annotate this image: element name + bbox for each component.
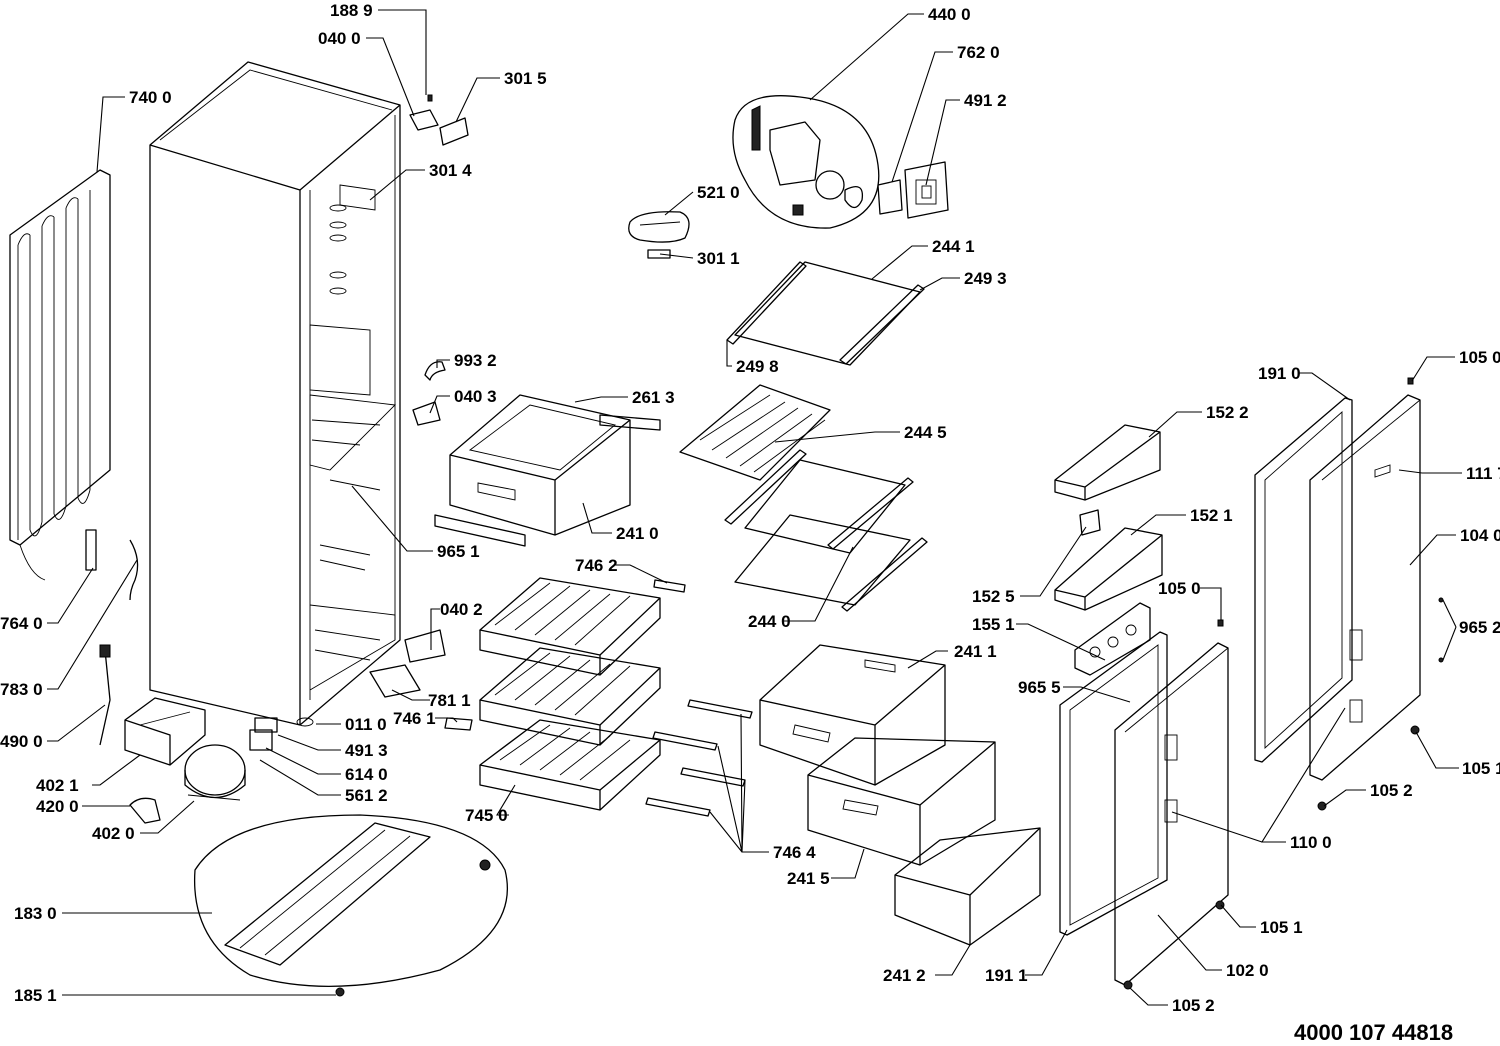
label-152-1: 152 1 — [1190, 506, 1233, 525]
compressor-tray — [124, 697, 206, 766]
lower-door — [1114, 642, 1229, 986]
label-965-5: 965 5 — [1018, 678, 1061, 697]
condenser-coil — [9, 169, 111, 581]
capacitor-420 — [129, 797, 161, 824]
label-490-0: 490 0 — [0, 732, 43, 751]
fan-grille-491 — [904, 161, 949, 219]
leader-lines — [47, 9, 1462, 1006]
label-249-3: 249 3 — [964, 269, 1007, 288]
label-241-5: 241 5 — [787, 869, 830, 888]
label-241-2: 241 2 — [883, 966, 926, 985]
bracket-040-2 — [404, 629, 446, 663]
label-152-2: 152 2 — [1206, 403, 1249, 422]
label-491-3: 491 3 — [345, 741, 388, 760]
freezer-drawer-top — [759, 644, 946, 786]
cabinet-body — [149, 61, 401, 727]
label-764-0: 764 0 — [0, 614, 43, 633]
door-bin-middle — [1054, 509, 1163, 611]
label-746-2: 746 2 — [575, 556, 618, 575]
label-420-0: 420 0 — [36, 797, 79, 816]
label-561-2: 561 2 — [345, 786, 388, 805]
label-781-1: 781 1 — [428, 691, 471, 710]
upper-door — [1309, 394, 1421, 781]
compressor — [184, 744, 246, 801]
label-261-3: 261 3 — [632, 388, 675, 407]
egg-tray — [1074, 602, 1151, 676]
fan-control-unit — [732, 95, 880, 229]
label-110-0: 110 0 — [1290, 833, 1332, 852]
drawer-slides — [444, 579, 753, 817]
freezer-drawer-bottom — [894, 827, 1041, 946]
label-762-0: 762 0 — [957, 43, 1000, 62]
freezer-drawer-middle — [807, 737, 996, 866]
relay-614 — [249, 717, 278, 751]
label-746-1: 746 1 — [393, 709, 436, 728]
label-614-0: 614 0 — [345, 765, 388, 784]
label-155-1: 155 1 — [972, 615, 1015, 634]
fasteners — [1123, 377, 1444, 990]
label-402-1: 402 1 — [36, 776, 79, 795]
label-745-0: 745 0 — [465, 806, 508, 825]
filter-762 — [877, 179, 903, 215]
label-241-0: 241 0 — [616, 524, 659, 543]
drain-tube — [85, 529, 139, 601]
lower-door-gasket — [1059, 631, 1168, 936]
base-plate — [193, 814, 509, 997]
label-440-0: 440 0 — [928, 5, 971, 24]
label-105-2-right: 105 2 — [1370, 781, 1413, 800]
label-993-2: 993 2 — [454, 351, 497, 370]
label-301-4: 301 4 — [429, 161, 472, 180]
label-965-2: 965 2 — [1459, 618, 1500, 637]
label-105-1-bottom: 105 1 — [1260, 918, 1303, 937]
label-104-0: 104 0 — [1460, 526, 1500, 545]
chiller-drawer — [434, 394, 661, 547]
thermostat-housing — [628, 211, 690, 259]
label-152-5: 152 5 — [972, 587, 1015, 606]
door-bin-top — [1054, 424, 1161, 501]
label-105-0-mid: 105 0 — [1158, 579, 1201, 598]
label-244-1: 244 1 — [932, 237, 975, 256]
upper-door-gasket — [1254, 397, 1353, 763]
label-301-5: 301 5 — [504, 69, 547, 88]
bracket-040-3 — [412, 401, 441, 426]
label-402-0: 402 0 — [92, 824, 135, 843]
hinge-hardware-top — [409, 94, 469, 146]
label-241-1: 241 1 — [954, 642, 997, 661]
label-783-0: 783 0 — [0, 680, 43, 699]
glass-shelf-lower — [724, 449, 928, 612]
freezer-wire-baskets — [479, 577, 661, 811]
cable-clip-993 — [424, 361, 446, 381]
document-number: 4000 107 44818 — [1294, 1020, 1453, 1045]
label-965-1: 965 1 — [437, 542, 480, 561]
label-105-2-bottom: 105 2 — [1172, 996, 1215, 1015]
label-105-0-top: 105 0 — [1459, 348, 1500, 367]
label-040-3: 040 3 — [454, 387, 497, 406]
label-191-1: 191 1 — [985, 966, 1028, 985]
label-301-1: 301 1 — [697, 249, 740, 268]
label-244-0: 244 0 — [748, 612, 791, 631]
label-191-0: 191 0 — [1258, 364, 1301, 383]
label-491-2: 491 2 — [964, 91, 1007, 110]
label-746-4: 746 4 — [773, 843, 816, 862]
hinge-781 — [369, 664, 421, 698]
label-105-1-right: 105 1 — [1462, 759, 1500, 778]
label-521-0: 521 0 — [697, 183, 740, 202]
glass-shelf-top — [726, 261, 925, 366]
label-040-2: 040 2 — [440, 600, 483, 619]
label-011-0: 011 0 — [345, 715, 387, 734]
label-188-9: 188 9 — [330, 1, 373, 20]
label-185-1: 185 1 — [14, 986, 57, 1005]
label-740-0: 740 0 — [129, 88, 172, 107]
label-111-7: 111 7 — [1466, 464, 1500, 483]
label-183-0: 183 0 — [14, 904, 57, 923]
label-244-5: 244 5 — [904, 423, 947, 442]
label-102-0: 102 0 — [1226, 961, 1269, 980]
wire-rack — [679, 384, 831, 481]
label-249-8: 249 8 — [736, 357, 779, 376]
power-cord — [99, 644, 111, 746]
label-040-0: 040 0 — [318, 29, 361, 48]
